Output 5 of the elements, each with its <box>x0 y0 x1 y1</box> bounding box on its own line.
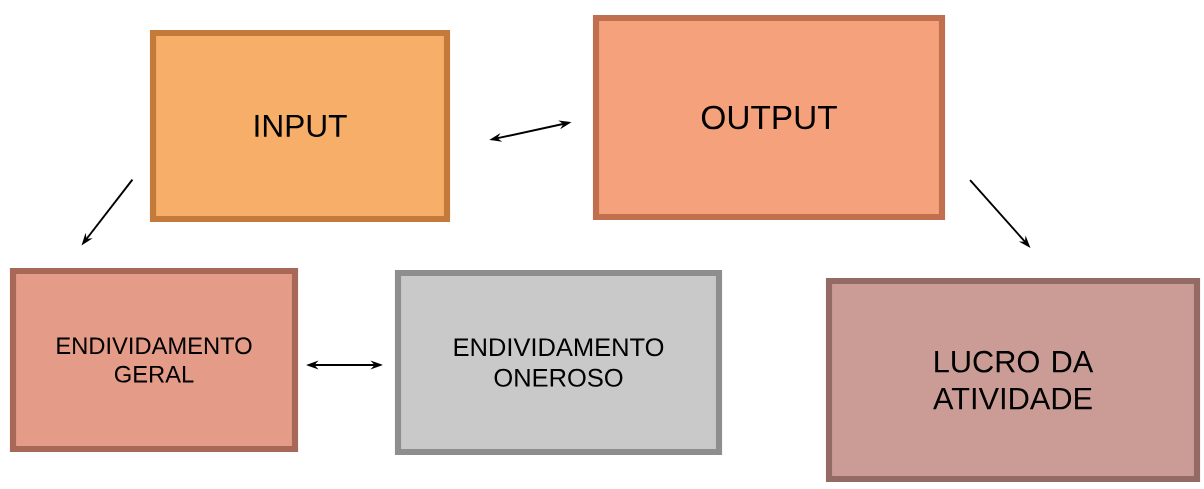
process-box: LUCRO DA ATIVIDADE <box>825 277 1201 483</box>
process-box: ENDIVIDAMENTO ONEROSO <box>394 269 723 456</box>
process-box: INPUT <box>149 29 451 223</box>
process-box: OUTPUT <box>592 14 946 221</box>
process-box: ENDIVIDAMENTO GERAL <box>9 267 299 453</box>
